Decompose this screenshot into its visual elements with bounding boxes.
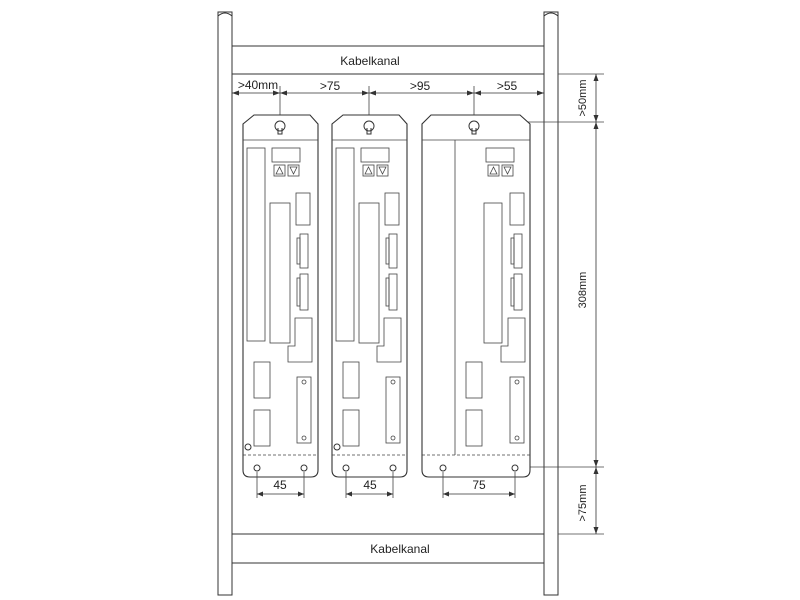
gap-left-label: >40mm <box>238 78 278 92</box>
sub-d-connector-icon <box>385 233 398 269</box>
hole-spacing-dimensions: 45 45 75 <box>256 472 516 498</box>
hole-spacing-1-label: 45 <box>273 478 287 492</box>
sub-d-connector-icon <box>385 273 398 311</box>
cable-duct-top-label: Kabelkanal <box>340 54 399 68</box>
bottom-clearance-label: >75mm <box>577 485 589 522</box>
screw-icon <box>244 443 252 451</box>
down-arrow-key-icon <box>376 164 389 177</box>
cable-duct-bottom-label: Kabelkanal <box>370 542 429 556</box>
height-label: 308mm <box>577 272 589 309</box>
screw-icon <box>389 464 397 472</box>
left-rail <box>217 11 233 596</box>
sub-d-connector-icon <box>510 233 523 269</box>
screw-icon <box>439 464 447 472</box>
drive-unit-3 <box>421 114 531 478</box>
hole-spacing-2-label: 45 <box>363 478 377 492</box>
screw-icon <box>300 464 308 472</box>
cable-duct-top: Kabelkanal <box>232 45 544 75</box>
down-arrow-key-icon <box>287 164 300 177</box>
down-arrow-key-icon <box>501 164 514 177</box>
up-arrow-key-icon <box>487 164 500 177</box>
cable-duct-bottom: Kabelkanal <box>232 533 544 564</box>
keyhole-icon <box>274 120 286 135</box>
up-arrow-key-icon <box>362 164 375 177</box>
sub-d-connector-icon <box>296 273 309 311</box>
hole-spacing-3-label: 75 <box>472 478 486 492</box>
top-clearance-label: >50mm <box>577 80 589 117</box>
gap-right-label: >55 <box>497 79 518 93</box>
gap-2-3-label: >95 <box>410 79 431 93</box>
drive-unit-1 <box>242 114 319 478</box>
screw-icon <box>342 464 350 472</box>
gap-1-2-label: >75 <box>320 79 341 93</box>
screw-icon <box>511 464 519 472</box>
sub-d-connector-icon <box>510 273 523 311</box>
screw-icon <box>333 443 341 451</box>
keyhole-icon <box>468 120 480 135</box>
drive-unit-2 <box>331 114 408 478</box>
up-arrow-key-icon <box>273 164 286 177</box>
vertical-dimensions: >50mm 308mm >75mm <box>474 73 604 535</box>
keyhole-icon <box>363 120 375 135</box>
right-rail <box>543 11 559 596</box>
screw-icon <box>253 464 261 472</box>
sub-d-connector-icon <box>296 233 309 269</box>
